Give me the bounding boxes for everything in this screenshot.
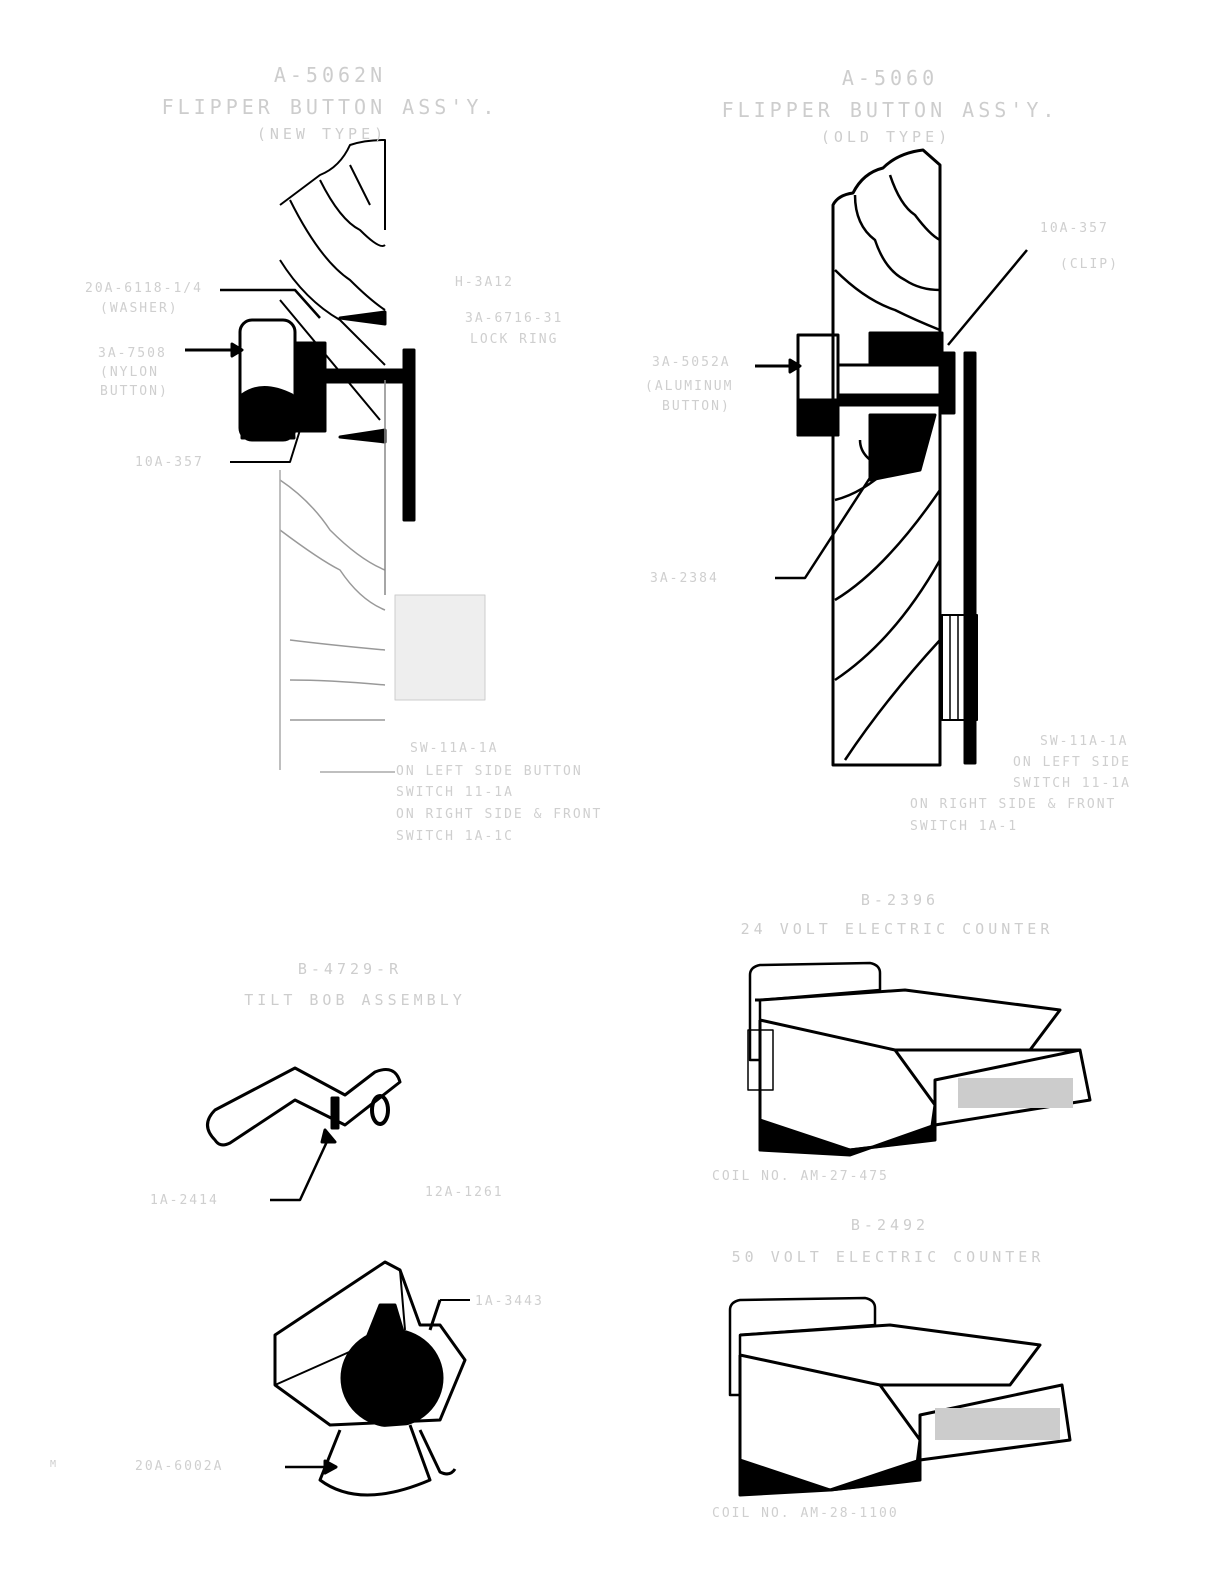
label-switch-old-4: SWITCH 1A-1 [910,819,1019,834]
label-washer-part: 20A-6118-1/4 [85,281,203,296]
label-nylon-button-part: 3A-7508 [98,346,167,361]
new-flipper-part-number: A-5062N [273,63,387,87]
old-flipper-title: FLIPPER BUTTON ASS'Y. [721,98,1059,122]
counter-24v-part-number: B-2396 [860,891,940,909]
counter-50v-title: 50 VOLT ELECTRIC COUNTER [731,1248,1045,1266]
label-lock-ring-name: LOCK RING [470,332,559,347]
label-screw: H-3A12 [455,275,514,290]
label-switch-new-1: ON LEFT SIDE BUTTON [396,764,583,779]
counter-24v-coil: COIL NO. AM-27-475 [712,1169,889,1184]
label-bob: 20A-6002A [135,1459,224,1474]
label-switch-new-3: ON RIGHT SIDE & FRONT [396,807,603,822]
label-nylon-button-name1: (NYLON [100,365,159,380]
label-clip-new: 10A-357 [135,455,204,470]
label-nylon-button-name2: BUTTON) [100,384,169,399]
new-flipper-type: (NEW TYPE) [256,125,388,143]
label-switch-new-0: SW-11A-1A [410,741,499,756]
label-bracket: 1A-2414 [150,1193,219,1208]
new-flipper-drawing [185,139,486,773]
tilt-bob-drawing [206,1066,470,1497]
label-switch-old-1: ON LEFT SIDE [1013,755,1131,770]
label-lock-ring-part: 3A-6716-31 [465,311,564,326]
label-switch-new-2: SWITCH 11-1A [396,785,514,800]
page-number: M [50,1459,59,1470]
label-aluminum-button-name2: BUTTON) [662,399,731,414]
old-flipper-part-number: A-5060 [841,66,939,90]
label-aluminum-button-part: 3A-5052A [652,355,731,370]
label-aluminum-button-name1: (ALUMINUM [645,379,734,394]
label-washer-name: (WASHER) [100,301,179,316]
label-switch-old-2: SWITCH 11-1A [1013,776,1131,791]
counter-50v-part-number: B-2492 [850,1216,930,1234]
label-bushing: 3A-2384 [650,571,719,586]
label-clip-name: (CLIP) [1060,257,1119,272]
tilt-bob-title: TILT BOB ASSEMBLY [244,991,466,1009]
label-switch-new-4: SWITCH 1A-1C [396,829,514,844]
counter-24v-title: 24 VOLT ELECTRIC COUNTER [740,920,1054,938]
label-switch-old-3: ON RIGHT SIDE & FRONT [910,797,1117,812]
counter-50v-drawing [728,1296,1072,1497]
label-switch-old-0: SW-11A-1A [1040,734,1129,749]
label-clip-part: 10A-357 [1040,221,1109,236]
old-flipper-drawing [755,148,1028,767]
label-wire: 12A-1261 [425,1185,504,1200]
new-flipper-title: FLIPPER BUTTON ASS'Y. [161,95,499,119]
tilt-bob-part-number: B-4729-R [297,960,403,978]
label-plate: 1A-3443 [475,1294,544,1309]
counter-50v-coil: COIL NO. AM-28-1100 [712,1506,899,1521]
counter-24v-drawing [747,961,1092,1157]
old-flipper-type: (OLD TYPE) [820,128,952,146]
